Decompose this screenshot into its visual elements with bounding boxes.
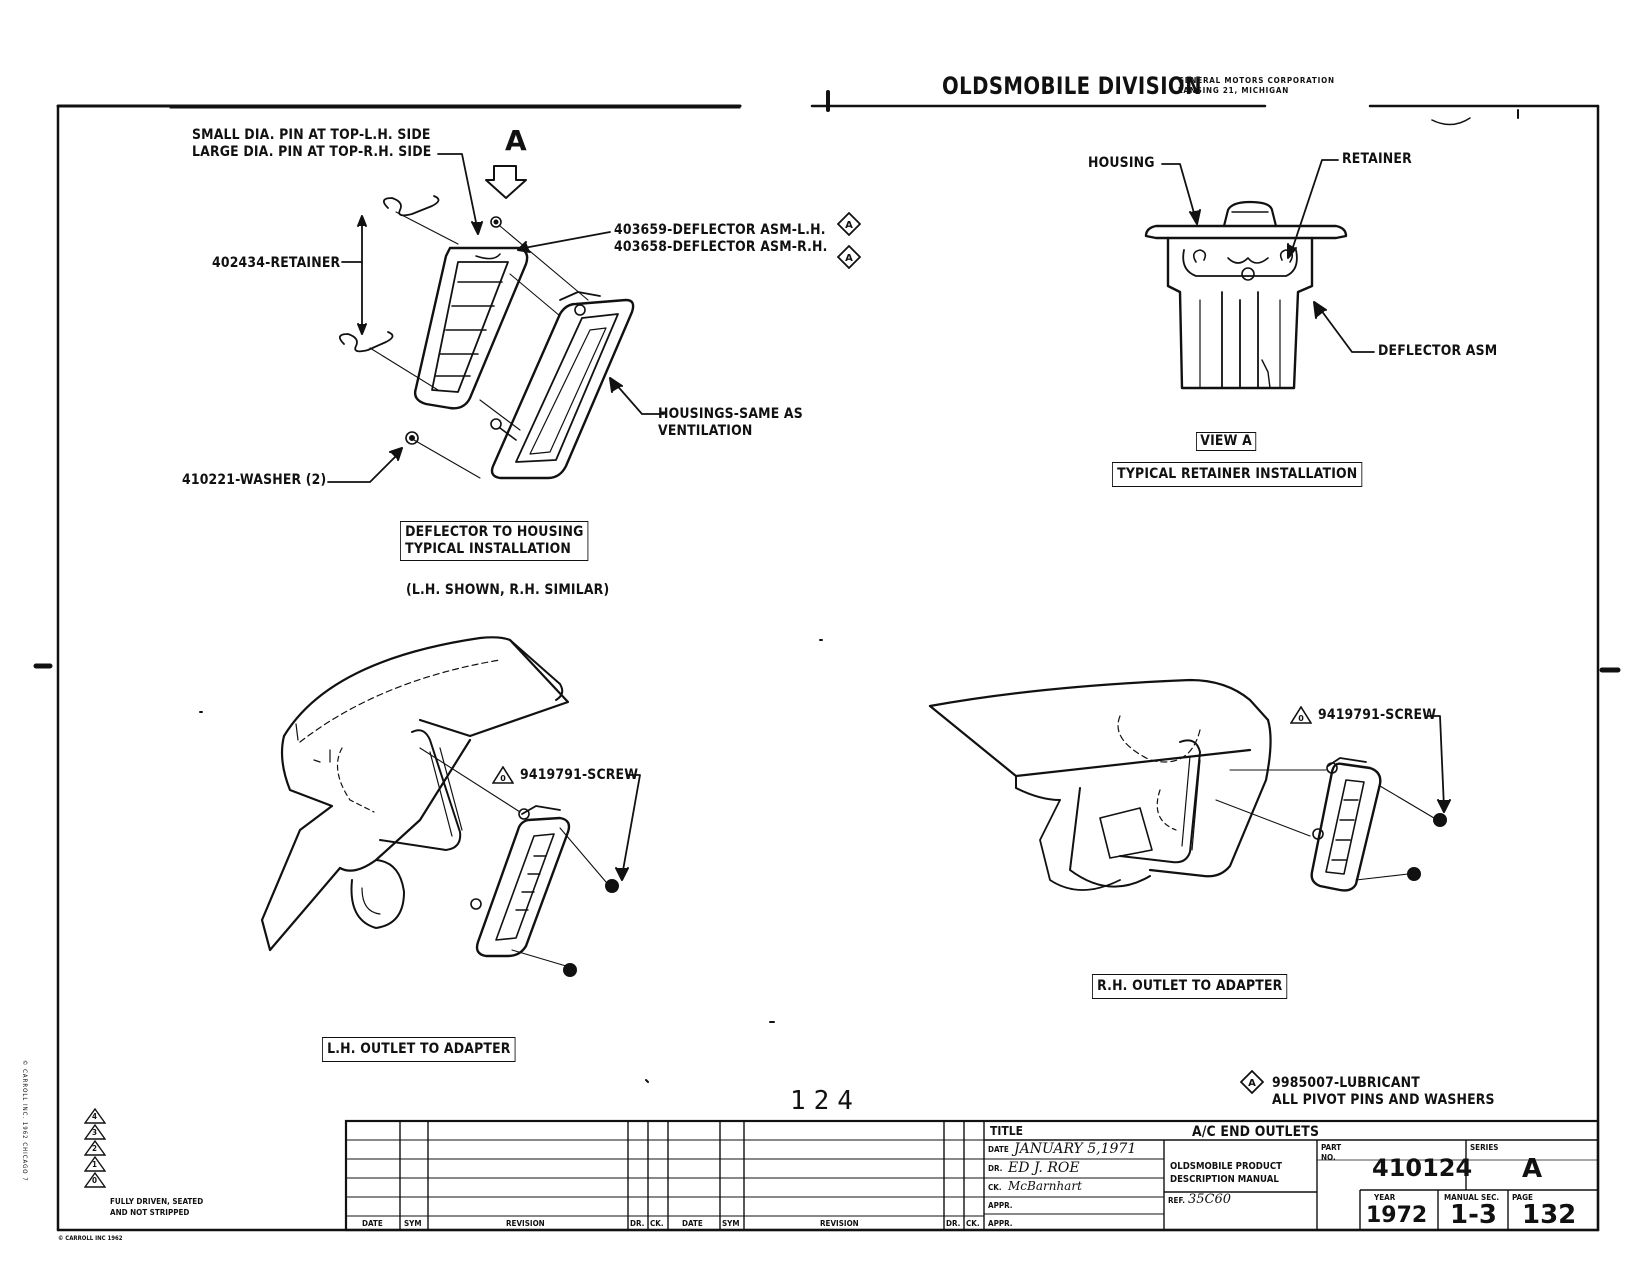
flag-legend: 4 3 2 1 0: [84, 1108, 108, 1188]
flag-number: 0: [92, 1176, 98, 1185]
flag-0-note-line-2: AND NOT STRIPPED: [110, 1208, 190, 1217]
corporation-line-2: LANSING 21, MICHIGAN: [1178, 86, 1290, 95]
flag-number: 2: [92, 1144, 98, 1153]
drawing-date: JANUARY 5,1971: [1014, 1141, 1137, 1157]
part-number: 410124: [1372, 1154, 1473, 1182]
view-a-marker: A: [505, 124, 527, 157]
rev-header-ck: CK.: [650, 1219, 664, 1228]
part-no-label: PART NO.: [1321, 1143, 1341, 1163]
page-number: 132: [1522, 1200, 1577, 1230]
flag-number: 4: [92, 1112, 98, 1121]
housings-line-2: VENTILATION: [658, 423, 753, 439]
flag-0-note: FULLY DRIVEN, SEATED AND NOT STRIPPED: [110, 1196, 203, 1218]
year-label: YEAR: [1374, 1193, 1396, 1202]
flag-legend-item: 0: [84, 1172, 108, 1188]
checked-by: McBarnhart: [1008, 1179, 1082, 1193]
svg-text:A: A: [845, 253, 853, 264]
corporation-name: GENERAL MOTORS CORPORATION LANSING 21, M…: [1178, 76, 1335, 96]
page-label: PAGE: [1512, 1193, 1533, 1202]
deflector-rh-label: 403658-DEFLECTOR ASM-R.H.: [614, 239, 828, 255]
housings-label: HOUSINGS-SAME AS VENTILATION: [658, 406, 803, 440]
rh-screw-label: 9419791-SCREW: [1318, 707, 1437, 723]
lh-screw-label: 9419791-SCREW: [520, 767, 639, 783]
approved-label-2: APPR.: [988, 1219, 1013, 1228]
housing-label: HOUSING: [1088, 155, 1155, 171]
view-a-label: VIEW A: [1196, 432, 1257, 451]
flag-number: 3: [92, 1128, 98, 1137]
flag-legend-item: 3: [84, 1124, 108, 1140]
rev-header-dr-2: DR.: [946, 1219, 961, 1228]
flag-legend-item: 1: [84, 1156, 108, 1172]
deflector-callout: 403659-DEFLECTOR ASM-L.H. 403658-DEFLECT…: [614, 222, 828, 256]
deflector-caption-line-1: DEFLECTOR TO HOUSING: [405, 524, 584, 540]
handwritten-page-number: 124: [790, 1086, 861, 1116]
year: 1972: [1366, 1203, 1428, 1228]
reference: 35C60: [1188, 1192, 1232, 1207]
checked-by-label: CK.: [988, 1183, 1002, 1192]
flag-legend-item: 4: [84, 1108, 108, 1124]
deflector-lh-label: 403659-DEFLECTOR ASM-L.H.: [614, 222, 826, 238]
series: A: [1522, 1154, 1543, 1184]
approved-label: APPR.: [988, 1201, 1013, 1210]
flag-legend-item: 2: [84, 1140, 108, 1156]
division-title: OLDSMOBILE DIVISION: [942, 72, 1202, 100]
manual-line-1: OLDSMOBILE PRODUCT: [1170, 1161, 1282, 1172]
ref-label: REF.: [1168, 1196, 1185, 1205]
lubricant-flag-letter: A: [1248, 1078, 1256, 1089]
retainer-label-view-a: RETAINER: [1342, 151, 1412, 167]
pin-note-line-1: SMALL DIA. PIN AT TOP-L.H. SIDE: [192, 127, 431, 143]
series-label: SERIES: [1470, 1143, 1499, 1152]
drawn-by-label: DR.: [988, 1164, 1003, 1173]
flag-0-note-line-1: FULLY DRIVEN, SEATED: [110, 1197, 204, 1206]
rev-header-date: DATE: [362, 1219, 383, 1228]
rev-header-ck-2: CK.: [966, 1219, 980, 1228]
screw-flag-number: 0: [1298, 714, 1304, 723]
deflector-caption: DEFLECTOR TO HOUSING TYPICAL INSTALLATIO…: [400, 521, 589, 561]
deflector-caption-line-2: TYPICAL INSTALLATION: [405, 541, 572, 557]
retainer-caption: TYPICAL RETAINER INSTALLATION: [1112, 462, 1363, 487]
manual-section: 1-3: [1450, 1200, 1497, 1230]
rev-header-sym: SYM: [404, 1219, 422, 1228]
washer-label: 410221-WASHER (2): [182, 472, 327, 488]
rev-header-revision-2: REVISION: [820, 1219, 859, 1228]
manual-line-2: DESCRIPTION MANUAL: [1170, 1174, 1279, 1185]
pin-note-line-2: LARGE DIA. PIN AT TOP-R.H. SIDE: [192, 144, 432, 160]
deflector-exploded-view: [327, 153, 665, 483]
manual-sec-label: MANUAL SEC.: [1444, 1193, 1500, 1202]
rev-header-date-2: DATE: [682, 1219, 703, 1228]
title-label: TITLE: [990, 1124, 1023, 1138]
housings-line-1: HOUSINGS-SAME AS: [658, 406, 803, 422]
drawn-by: ED J. ROE: [1008, 1160, 1080, 1176]
lh-outlet-illustration: [260, 636, 641, 977]
lubricant-line-1: 9985007-LUBRICANT: [1272, 1075, 1420, 1091]
margin-copyright: © CARROLL INC 1962: [58, 1235, 123, 1242]
part-label-2: NO.: [1321, 1153, 1336, 1162]
corporation-line-1: GENERAL MOTORS CORPORATION: [1178, 76, 1335, 85]
retainer-view-a: [1144, 159, 1375, 390]
rev-header-sym-2: SYM: [722, 1219, 740, 1228]
date-label: DATE: [988, 1145, 1009, 1154]
screw-flag-number: 0: [500, 774, 506, 783]
pin-note: SMALL DIA. PIN AT TOP-L.H. SIDE LARGE DI…: [192, 127, 431, 161]
part-label-1: PART: [1321, 1143, 1342, 1152]
svg-text:A: A: [845, 220, 853, 231]
rev-header-dr: DR.: [630, 1219, 645, 1228]
retainer-label: 402434-RETAINER: [212, 255, 341, 271]
flag-number: 1: [92, 1160, 98, 1169]
rh-outlet-illustration: [928, 678, 1451, 892]
lh-outlet-caption: L.H. OUTLET TO ADAPTER: [322, 1037, 516, 1062]
lubricant-note: 9985007-LUBRICANT ALL PIVOT PINS AND WAS…: [1272, 1075, 1495, 1109]
lh-shown-note: (L.H. SHOWN, R.H. SIMILAR): [406, 582, 610, 598]
manual-name: OLDSMOBILE PRODUCT DESCRIPTION MANUAL: [1170, 1160, 1282, 1186]
lubricant-line-2: ALL PIVOT PINS AND WASHERS: [1272, 1092, 1495, 1108]
rev-header-revision: REVISION: [506, 1219, 545, 1228]
rh-outlet-caption: R.H. OUTLET TO ADAPTER: [1092, 974, 1288, 999]
drawing-title: A/C END OUTLETS: [1192, 1124, 1320, 1140]
deflector-asm-label: DEFLECTOR ASM: [1378, 343, 1498, 359]
